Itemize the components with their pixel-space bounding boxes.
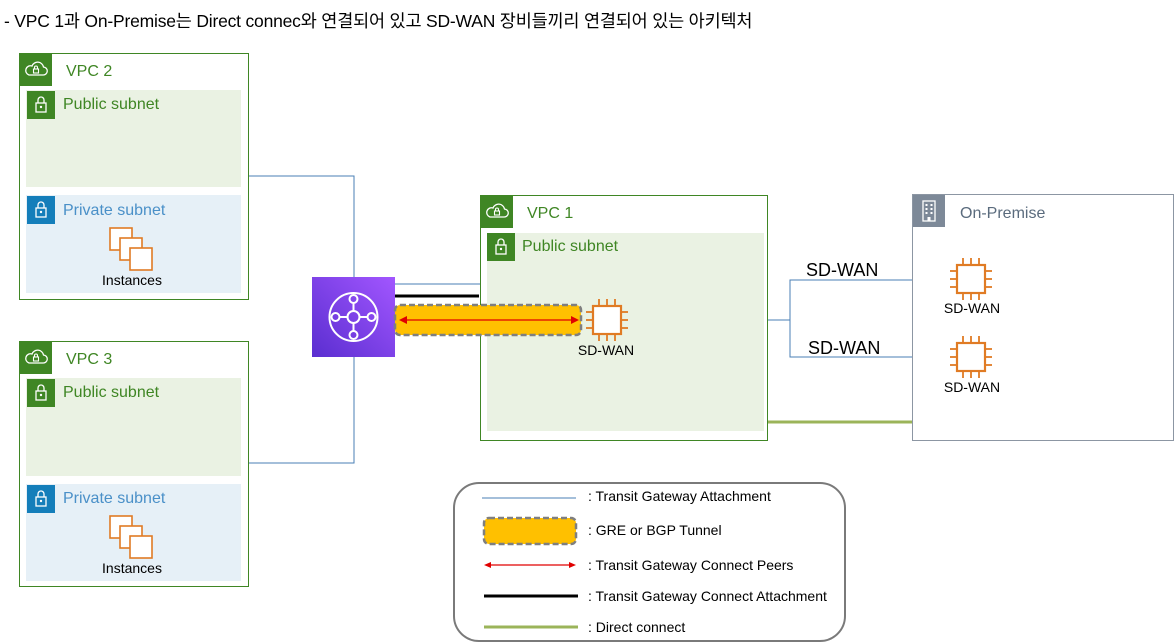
onprem-container <box>912 194 1174 441</box>
vpc2-label: VPC 2 <box>66 63 113 80</box>
instances-icon <box>109 515 153 559</box>
tgw-attachment-vpc3 <box>249 356 355 464</box>
vpc2-private-subnet-label: Private subnet <box>63 202 166 219</box>
page-title: - VPC 1과 On-Premise는 Direct connec와 연결되어… <box>4 11 753 31</box>
ec2-chip-icon <box>950 336 992 378</box>
vpc3-private-subnet-label: Private subnet <box>63 490 166 507</box>
vpc2-public-subnet-label: Public subnet <box>63 96 160 113</box>
vpc1-sdwan-label: SD-WAN <box>577 342 635 358</box>
ec2-chip-icon <box>586 299 628 341</box>
cloud-lock-icon <box>481 196 513 228</box>
vpc2-container <box>19 53 249 300</box>
sdwan-link-top <box>789 279 948 320</box>
transit-gateway-icon[interactable] <box>312 277 395 357</box>
vpc3-label: VPC 3 <box>66 351 113 368</box>
tgw-attachment-vpc2 <box>249 175 355 278</box>
lock-icon <box>27 91 55 119</box>
legend-connect-attachment: : Transit Gateway Connect Attachment <box>588 588 827 604</box>
legend-direct-connect: : Direct connect <box>588 619 686 635</box>
vpc3-public-subnet-label: Public subnet <box>63 384 160 401</box>
legend-tunnel-swatch <box>482 516 578 546</box>
lock-icon <box>27 379 55 407</box>
sdwan-link-bottom <box>789 320 948 358</box>
vpc3-public-subnet <box>26 378 241 476</box>
sdwan-link-bottom-label: SD-WAN <box>808 338 881 358</box>
sdwan-link-top-label: SD-WAN <box>806 260 879 280</box>
lock-icon <box>487 233 515 261</box>
onprem-label: On-Premise <box>960 205 1046 222</box>
legend-connect-peers: : Transit Gateway Connect Peers <box>588 557 794 573</box>
instances-icon <box>109 227 153 271</box>
onprem-sdwan-top-label: SD-WAN <box>943 300 1001 316</box>
vpc2-instances-label: Instances <box>102 272 162 288</box>
gre-bgp-tunnel <box>393 303 583 337</box>
building-icon <box>913 195 945 227</box>
vpc3-instances-label: Instances <box>102 560 162 576</box>
lock-icon <box>27 196 55 224</box>
cloud-lock-icon <box>20 54 52 86</box>
ec2-chip-icon <box>950 258 992 300</box>
lock-icon <box>27 485 55 513</box>
legend-symbols <box>482 497 578 629</box>
legend-gre-bgp: : GRE or BGP Tunnel <box>588 522 722 538</box>
vpc2-public-subnet <box>26 90 241 187</box>
cloud-lock-icon <box>20 342 52 374</box>
vpc1-public-subnet-label: Public subnet <box>522 238 619 255</box>
legend-tgw-attachment: : Transit Gateway Attachment <box>588 488 771 504</box>
legend <box>453 482 846 642</box>
onprem-sdwan-bottom-label: SD-WAN <box>943 379 1001 395</box>
vpc1-label: VPC 1 <box>527 205 574 222</box>
